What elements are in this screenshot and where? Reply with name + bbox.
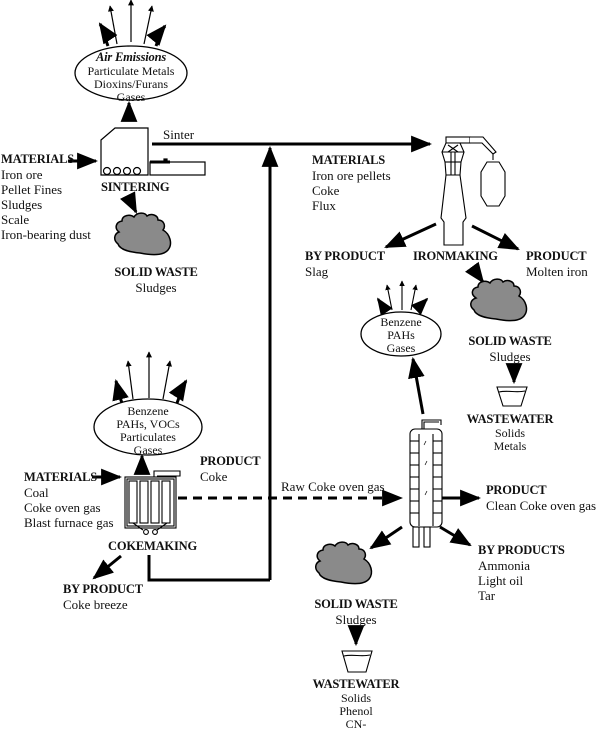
sintering-material-item: Sludges (1, 197, 43, 212)
sintering-to-solid-waste-arrow (120, 191, 138, 214)
gas-cleaning-byproduct-item: Light oil (478, 573, 524, 588)
ironmaking-product-label: PRODUCT Molten iron (526, 249, 588, 279)
sintering-materials-list: MATERIALS Iron ore Pellet Fines Sludges … (1, 152, 91, 242)
cokemaking-emission-item: Particulates (120, 430, 176, 444)
sintering-air-emissions-label: Air Emissions Particulate Metals Dioxins… (80, 50, 182, 104)
sinter-output-label: Sinter (163, 127, 195, 142)
ironmaking-material-item: Flux (312, 198, 336, 213)
sintering-emission-item: Gases (116, 90, 146, 104)
gas-cleaning-solid-waste-heading: SOLID WASTE (314, 597, 398, 611)
gas-cleaning-wastewater-label: WASTEWATER Solids Phenol CN- (306, 677, 406, 731)
cokemaking-air-emissions-label: Benzene PAHs, VOCs Particulates Gases (98, 405, 198, 457)
gas-cleaning-wastewater-item: CN- (345, 717, 367, 731)
gas-cleaning-wastewater-heading: WASTEWATER (312, 677, 400, 691)
gas-cleaning-byproducts-label: BY PRODUCTS Ammonia Light oil Tar (478, 543, 565, 603)
blast-furnace-icon (440, 136, 506, 246)
gas-cleaning-emission-item: PAHs (387, 328, 415, 342)
gas-cleaning-wastewater-bucket-icon (341, 650, 373, 673)
ironmaking-wastewater-heading: WASTEWATER (466, 412, 554, 426)
ironmaking-wastewater-label: WASTEWATER Solids Metals (460, 412, 560, 453)
gas-cleaning-to-emissions-arrow (408, 356, 425, 415)
raw-coke-oven-gas-label: Raw Coke oven gas (281, 479, 385, 494)
ironmaking-materials-list: MATERIALS Iron ore pellets Coke Flux (312, 153, 391, 213)
ironmaking-byproduct-heading: BY PRODUCT (305, 249, 385, 263)
gas-cleaning-byproducts-arrow (439, 525, 472, 547)
ironmaking-product-item: Molten iron (526, 264, 588, 279)
ironmaking-product-arrow (471, 224, 520, 251)
ironmaking-to-solid-waste-arrow (465, 261, 485, 284)
sintering-emission-item: Dioxins/Furans (93, 77, 168, 91)
cokemaking-product-item: Coke (200, 469, 228, 484)
gas-cleaning-emission-plume-icon (376, 280, 429, 316)
gas-cleaning-byproduct-item: Ammonia (478, 558, 530, 573)
gas-cleaning-air-emissions-label: Benzene PAHs Gases (361, 316, 441, 355)
ironmaking-wastewater-item: Solids (494, 426, 525, 440)
sintering-emission-item: Particulate Metals (87, 64, 175, 78)
sintering-solid-waste-cloud-icon (114, 212, 172, 256)
ironmaking-solid-waste-heading: SOLID WASTE (468, 334, 552, 348)
gas-cleaning-product-heading: PRODUCT (486, 483, 547, 497)
gas-cleaning-solid-waste-item: Sludges (335, 612, 377, 627)
ironmaking-wastewater-bucket-icon (496, 386, 528, 407)
gas-cleaning-emission-item: Benzene (380, 315, 422, 329)
gas-cleaning-product-label: PRODUCT Clean Coke oven gas (486, 483, 596, 513)
sintering-process-label: SINTERING (101, 180, 170, 194)
sintering-air-emissions-heading: Air Emissions (95, 50, 166, 64)
coke-oven-icon (124, 470, 181, 535)
ironmaking-wastewater-item: Metals (493, 439, 527, 453)
ironmaking-solid-waste-item: Sludges (489, 349, 531, 364)
ironmaking-solid-waste-cloud-icon (470, 278, 528, 322)
gas-cleaning-product-item: Clean Coke oven gas (486, 498, 597, 513)
cokemaking-material-item: Coke oven gas (24, 500, 101, 515)
ironmaking-byproduct-label: BY PRODUCT Slag (305, 249, 385, 279)
gas-cleaning-wastewater-item: Phenol (339, 704, 373, 718)
sintering-solid-waste-heading: SOLID WASTE (114, 265, 198, 279)
ironmaking-material-item: Iron ore pellets (312, 168, 391, 183)
sintering-solid-waste-label: SOLID WASTE Sludges (100, 265, 212, 295)
ironmaking-solid-waste-label: SOLID WASTE Sludges (454, 334, 566, 364)
gas-cleaning-column-icon (409, 419, 443, 548)
cokemaking-byproduct-arrow (92, 554, 122, 580)
cokemaking-material-item: Blast furnace gas (24, 515, 114, 530)
cokemaking-material-item: Coal (24, 485, 49, 500)
ironmaking-byproduct-item: Slag (305, 264, 329, 279)
cokemaking-byproduct-label: BY PRODUCT Coke breeze (63, 582, 143, 612)
ironmaking-material-item: Coke (312, 183, 340, 198)
ironmaking-byproduct-arrow (384, 222, 437, 249)
cokemaking-emission-item: Gases (133, 443, 163, 457)
sintering-solid-waste-item: Sludges (135, 280, 177, 295)
ironmaking-materials-heading: MATERIALS (312, 153, 385, 167)
cokemaking-product-heading: PRODUCT (200, 454, 261, 468)
cokemaking-byproduct-heading: BY PRODUCT (63, 582, 143, 596)
gas-cleaning-wastewater-item: Solids (340, 691, 371, 705)
sintering-air-emissions-ellipse (74, 45, 188, 101)
gas-cleaning-solid-waste-label: SOLID WASTE Sludges (300, 597, 412, 627)
cokemaking-materials-heading: MATERIALS (24, 470, 97, 484)
sintering-material-item: Iron-bearing dust (1, 227, 91, 242)
sintering-material-item: Iron ore (1, 167, 43, 182)
gas-cleaning-solid-waste-cloud-icon (315, 541, 373, 585)
gas-cleaning-to-solid-waste-arrow (369, 525, 403, 550)
gas-cleaning-byproduct-item: Tar (478, 588, 496, 603)
sintering-materials-heading: MATERIALS (1, 152, 74, 166)
sintering-material-item: Scale (1, 212, 30, 227)
cokemaking-emission-item: PAHs, VOCs (116, 417, 180, 431)
sintering-material-item: Pellet Fines (1, 182, 63, 197)
sintering-machine-icon (100, 127, 206, 176)
cokemaking-emission-plume-icon (112, 351, 188, 404)
gas-cleaning-emission-item: Gases (386, 341, 416, 355)
coke-flow-line-bottom (147, 555, 270, 582)
cokemaking-byproduct-item: Coke breeze (63, 597, 128, 612)
gas-cleaning-air-emissions-ellipse (360, 311, 442, 357)
cokemaking-emission-item: Benzene (127, 404, 169, 418)
gas-cleaning-byproducts-heading: BY PRODUCTS (478, 543, 565, 557)
cokemaking-product-label: PRODUCT Coke (200, 454, 261, 484)
cokemaking-materials-list: MATERIALS Coal Coke oven gas Blast furna… (24, 470, 114, 530)
sintering-emission-plume-icon (98, 0, 167, 47)
ironmaking-process-label: IRONMAKING (413, 249, 498, 263)
ironmaking-product-heading: PRODUCT (526, 249, 587, 263)
cokemaking-process-label: COKEMAKING (108, 539, 197, 553)
